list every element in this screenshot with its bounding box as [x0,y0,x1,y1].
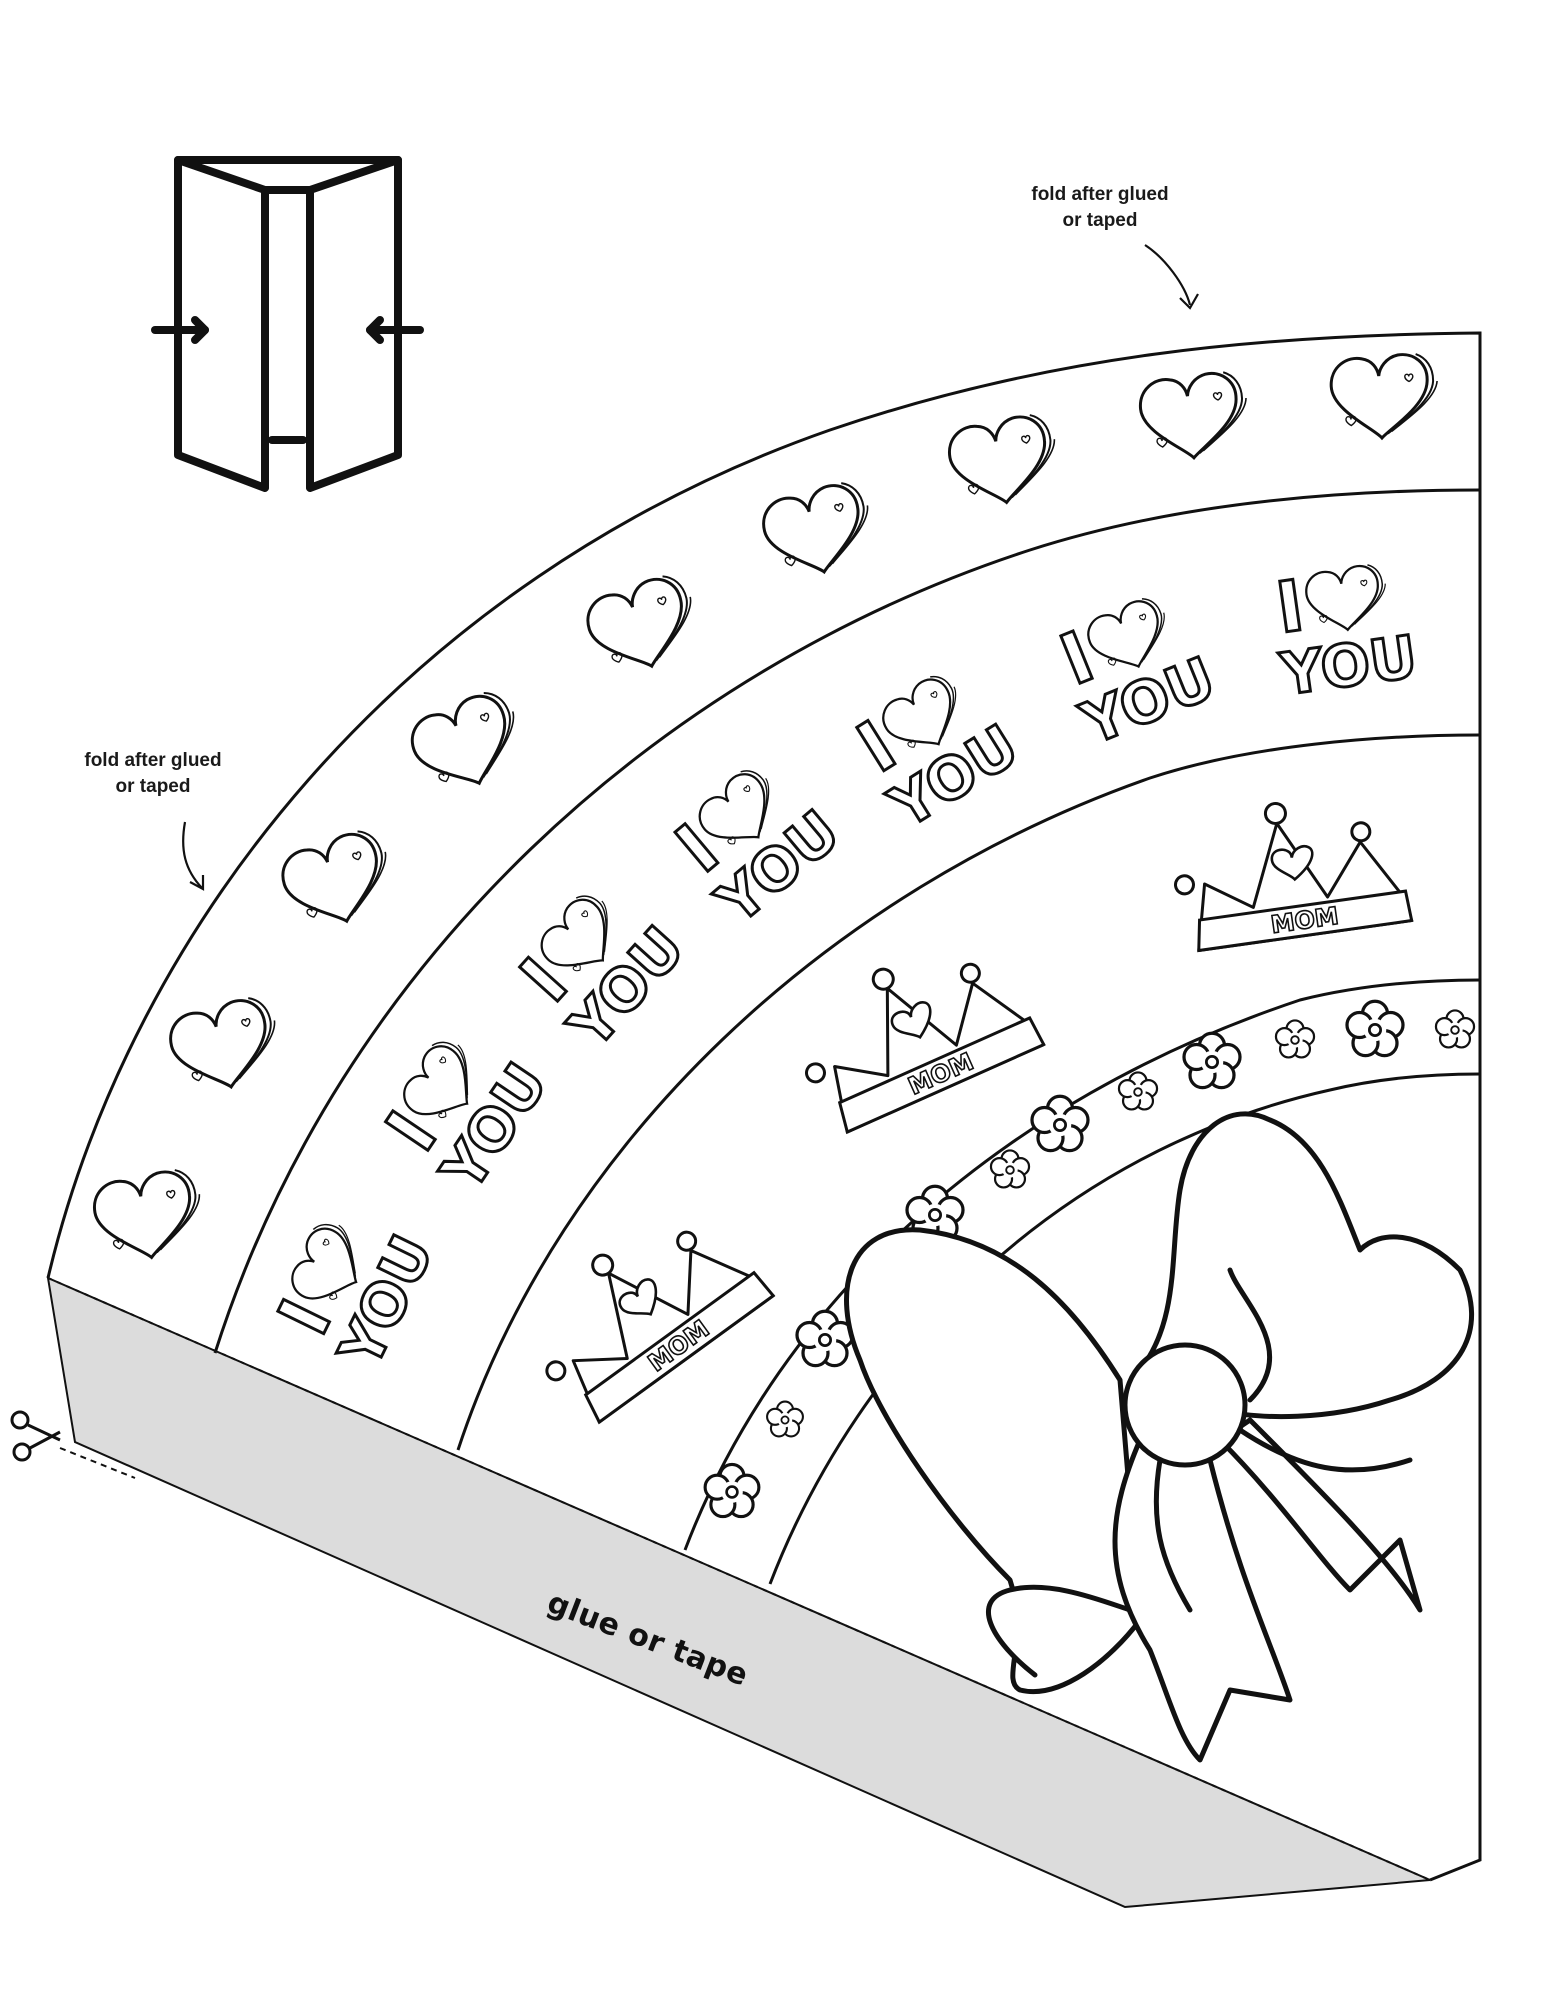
crown-icon: MOM [1164,785,1414,954]
heart-icon [579,568,709,683]
crown-icon: MOM [778,919,1046,1140]
flower-icon [1345,999,1405,1058]
flower-icon [1117,1071,1159,1111]
flower-icon [1434,1009,1476,1049]
heart-icon [1136,368,1254,465]
heart-icon [756,476,882,585]
glue-tab-fold-line [47,1277,1431,1881]
i-love-you-motif: I YOU [369,1032,562,1205]
fold-note-left-line1: fold after glued [84,750,222,771]
cut-line [59,1447,136,1479]
flower-icon [703,1462,761,1519]
curved-arrow-icon [182,821,205,891]
flower-icon [1030,1094,1090,1153]
i-love-you-motif: I YOU [1048,591,1226,760]
fold-note-top-line2: or taped [1062,210,1138,231]
flower-icon [989,1149,1031,1189]
fold-note-top-line1: fold after glued [1031,184,1169,205]
motif-word-you: YOU [1071,644,1224,758]
fold-instruction-icon [151,156,424,492]
flower-icon [1274,1019,1316,1059]
heart-icon [1328,351,1442,442]
cone-outline [46,331,1482,1882]
i-love-you-motif: I YOU [1270,561,1423,710]
i-love-you-motif: I YOU [503,885,699,1063]
scissors-icon [10,1410,61,1462]
fold-note-left-line2: or taped [115,776,191,797]
heart-icon [402,683,535,803]
i-love-you-motif: I YOU [660,760,854,939]
fold-note-left: fold after glued or taped [48,748,258,800]
bow-icon [844,1111,1475,1763]
glue-tab [46,1276,1431,1909]
band-dividers [213,488,1481,1585]
curved-arrow-icon [1144,244,1199,310]
heart-icon [88,1164,211,1268]
heart-icon [274,823,404,938]
crown-icon: MOM [507,1185,775,1432]
heart-icon [1302,561,1392,636]
flower-icon [766,1400,804,1438]
flower-icon [795,1309,855,1368]
heart-icon [163,991,289,1100]
i-love-you-motif: I YOU [261,1214,448,1380]
i-love-you-motif: I YOU [842,667,1032,843]
fold-note-top: fold after glued or taped [990,182,1210,234]
heart-icon [943,409,1066,513]
